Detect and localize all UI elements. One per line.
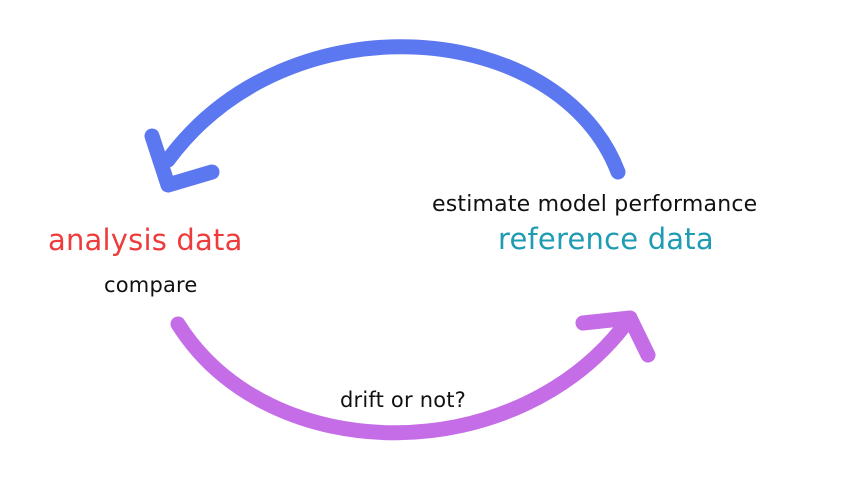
estimate-model-performance-label: estimate model performance bbox=[432, 192, 758, 217]
arrow-analysis-to-reference-curve bbox=[170, 310, 638, 441]
analysis-data-label: analysis data bbox=[48, 223, 243, 257]
compare-label: compare bbox=[104, 273, 198, 297]
arrow-reference-to-analysis-head bbox=[144, 128, 220, 193]
drift-or-not-label: drift or not? bbox=[340, 388, 467, 412]
arrow-reference-to-analysis-curve bbox=[160, 39, 626, 180]
arrow-reference-to-analysis bbox=[144, 39, 626, 193]
arrow-analysis-to-reference-head bbox=[575, 310, 656, 363]
reference-data-label: reference data bbox=[498, 222, 714, 256]
arrow-analysis-to-reference bbox=[170, 310, 656, 441]
